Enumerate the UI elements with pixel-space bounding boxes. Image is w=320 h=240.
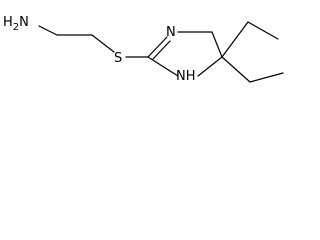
bond-c-n-double-1 <box>147 36 168 58</box>
amine-label: H2N <box>3 15 29 33</box>
bond-ethyl1-b <box>247 21 279 40</box>
bond-c5-ethyl1-a <box>221 21 249 58</box>
molecule-diagram: H2N S N NH <box>3 15 284 84</box>
bond-ethyl2-b <box>249 72 284 83</box>
bond-c2-s <box>91 34 115 53</box>
bond-c5-nh <box>197 56 223 77</box>
bond-n-c1 <box>38 25 58 36</box>
sulfur-label: S <box>114 51 122 66</box>
ring-nitrogen-label: N <box>166 25 176 40</box>
bond-c5-ethyl2-a <box>221 56 251 83</box>
bond-c-n-double-2 <box>152 40 171 60</box>
bond-c4-c5 <box>211 31 223 58</box>
bond-group <box>38 21 284 83</box>
bond-nh-c-ring <box>147 56 179 77</box>
ring-nh-label: NH <box>176 69 196 84</box>
